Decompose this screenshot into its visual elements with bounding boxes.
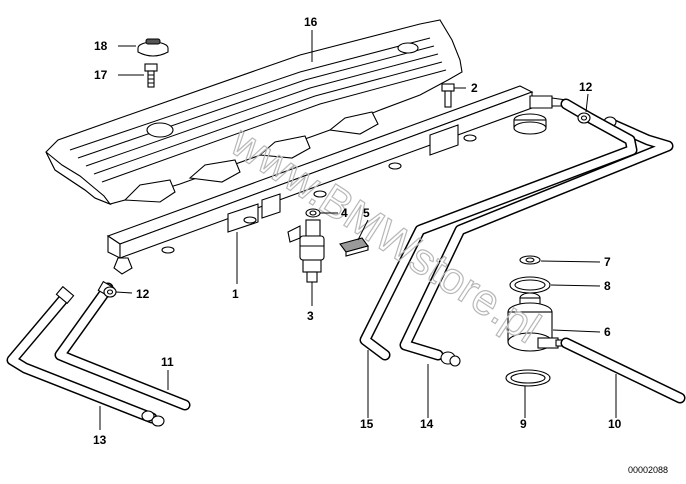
- callout-14: 14: [420, 417, 434, 431]
- injector: [287, 219, 325, 283]
- callout-12-left: 12: [136, 287, 150, 301]
- callout-2: 2: [471, 81, 478, 95]
- oil-filler-cap: [137, 38, 169, 57]
- hose-10: [560, 337, 686, 404]
- callout-9: 9: [520, 417, 527, 431]
- callout-17: 17: [94, 68, 108, 82]
- callout-5: 5: [363, 206, 370, 220]
- callout-6: 6: [604, 325, 611, 339]
- callout-18: 18: [94, 39, 108, 53]
- washer-7: [519, 255, 541, 265]
- hose-clamp-12-right: [577, 112, 591, 124]
- injector-clip: [339, 237, 369, 257]
- callout-12-top: 12: [579, 80, 593, 94]
- fuel-rail: [106, 85, 567, 275]
- regulator-mount: [513, 113, 547, 135]
- hose-13: [6, 285, 165, 427]
- cover-bolt: [144, 63, 158, 88]
- callout-3: 3: [307, 309, 314, 323]
- injector-o-ring: [305, 208, 321, 218]
- clamp-ring-9: [505, 369, 551, 387]
- seal-ring-8: [509, 276, 551, 294]
- callout-16: 16: [304, 15, 318, 29]
- callout-7: 7: [604, 255, 611, 269]
- callout-10: 10: [608, 417, 622, 431]
- callout-8: 8: [604, 279, 611, 293]
- callout-4: 4: [341, 206, 348, 220]
- engine-cover: [45, 19, 463, 206]
- callout-13: 13: [93, 433, 107, 447]
- callout-15: 15: [360, 417, 374, 431]
- diagram-id: 00002088: [628, 465, 668, 475]
- pressure-regulator: [507, 292, 567, 352]
- callout-11: 11: [161, 355, 174, 369]
- rail-bolt: [441, 83, 455, 108]
- callout-1: 1: [232, 287, 239, 301]
- hose-clamp-12-left: [103, 286, 117, 298]
